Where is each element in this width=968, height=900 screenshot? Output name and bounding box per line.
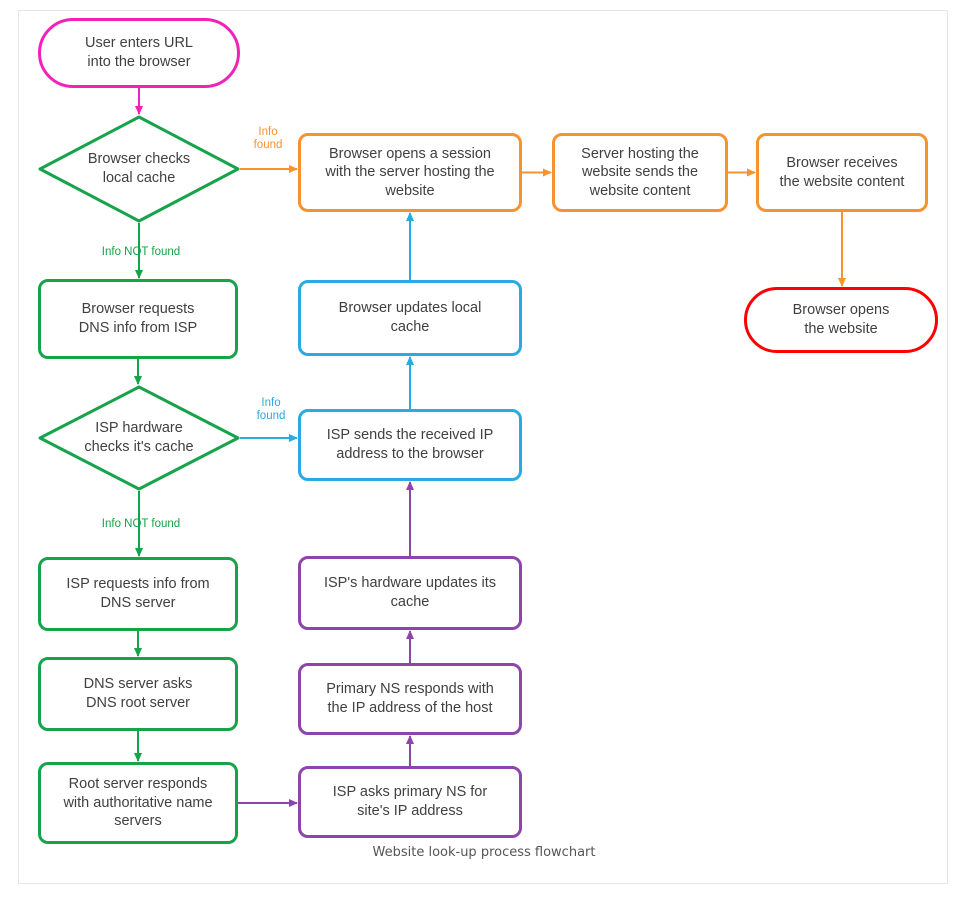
node-ns-responds-ip[interactable]: Primary NS responds with the IP address …	[298, 663, 522, 735]
node-label: Browser receives the website content	[779, 154, 905, 190]
node-label: ISP requests info from DNS server	[66, 576, 210, 611]
edge-label-info-not-found-bottom: Info NOT found	[101, 518, 181, 530]
edge-label-info-not-found-top: Info NOT found	[101, 246, 181, 258]
node-start[interactable]: User enters URL into the browser	[38, 18, 240, 88]
node-root-responds[interactable]: Root server responds with authoritative …	[38, 762, 238, 844]
node-isp-asks-ns[interactable]: ISP asks primary NS for site's IP addres…	[298, 766, 522, 838]
node-isp-hw-cache[interactable]: ISP hardware checks it's cache	[38, 385, 240, 491]
node-label: ISP's hardware updates its cache	[323, 575, 497, 610]
node-label: Browser requests DNS info from ISP	[78, 301, 198, 336]
node-browser-opens[interactable]: Browser opens the website	[744, 287, 938, 353]
node-label: Browser updates local cache	[338, 300, 482, 335]
node-label: ISP asks primary NS for site's IP addres…	[332, 784, 488, 819]
node-label: Browser opens a session with the server …	[325, 145, 495, 199]
node-label: User enters URL into the browser	[85, 35, 193, 70]
edge-label-info-found-orange: Info found	[253, 126, 283, 152]
node-label: ISP hardware checks it's cache	[84, 420, 194, 455]
node-label: Server hosting the website sends the web…	[581, 145, 699, 199]
node-label: ISP sends the received IP address to the…	[326, 427, 494, 462]
node-browser-cache[interactable]: Browser checks local cache	[38, 115, 240, 223]
node-isp-hw-updates[interactable]: ISP's hardware updates its cache	[298, 556, 522, 630]
node-label: Root server responds with authoritative …	[63, 776, 213, 830]
node-label: DNS server asks DNS root server	[83, 676, 193, 711]
node-browser-session[interactable]: Browser opens a session with the server …	[298, 133, 522, 212]
node-isp-req-dns[interactable]: ISP requests info from DNS server	[38, 557, 238, 631]
node-dns-asks-root[interactable]: DNS server asks DNS root server	[38, 657, 238, 731]
node-label: Browser checks local cache	[87, 151, 191, 186]
node-browser-dns-req[interactable]: Browser requests DNS info from ISP	[38, 279, 238, 359]
node-server-sends[interactable]: Server hosting the website sends the web…	[552, 133, 728, 212]
node-label: Browser opens the website	[792, 302, 890, 337]
chart-caption: Website look-up process flowchart	[372, 845, 596, 860]
node-browser-receives[interactable]: Browser receives the website content	[756, 133, 928, 212]
node-browser-updates[interactable]: Browser updates local cache	[298, 280, 522, 356]
node-label: Primary NS responds with the IP address …	[326, 681, 494, 716]
edge-label-info-found-blue: Info found	[256, 397, 286, 423]
node-isp-sends-ip[interactable]: ISP sends the received IP address to the…	[298, 409, 522, 481]
